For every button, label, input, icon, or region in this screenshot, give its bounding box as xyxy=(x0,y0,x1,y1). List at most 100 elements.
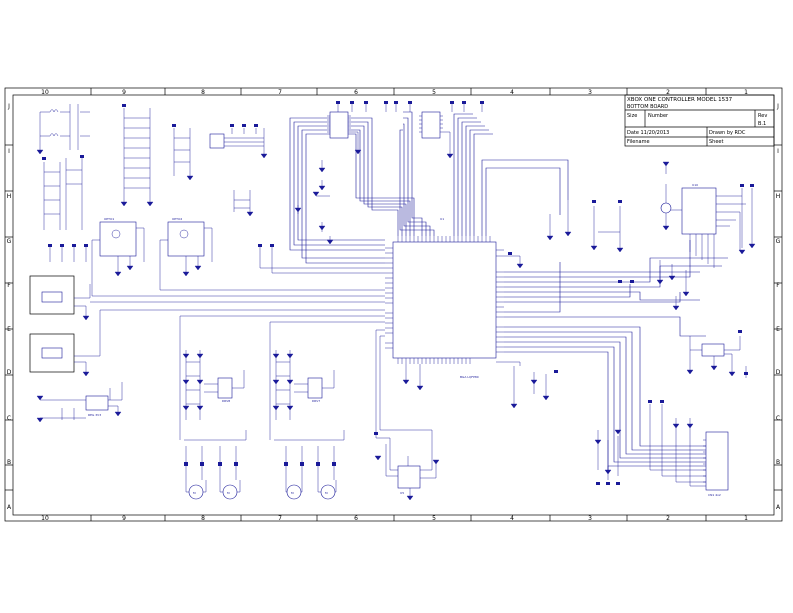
opto-right-label: OPTO2 xyxy=(172,217,182,221)
usb-chip-label: U10 xyxy=(692,183,698,187)
right-bus xyxy=(504,240,728,470)
row-label-left-I: I xyxy=(8,148,10,155)
title-block-rev-label: Rev xyxy=(758,113,767,119)
col-label-top-9: 9 xyxy=(122,89,126,96)
capacitor-column-8 xyxy=(172,124,194,181)
regulator-block: REG 3V3 xyxy=(36,382,123,423)
col-label-bottom-6: 6 xyxy=(354,515,358,522)
svg-text:M: M xyxy=(325,491,328,495)
row-label-left-J: J xyxy=(7,103,10,110)
col-label-bottom-1: 1 xyxy=(744,515,748,522)
vib-right-driver-label: DRV7 xyxy=(312,399,320,403)
capacitor-column-10 xyxy=(42,155,84,230)
col-label-top-8: 8 xyxy=(201,89,205,96)
svg-text:M: M xyxy=(193,491,196,495)
title-block-drawn-by: Drawn by RDC xyxy=(709,130,746,136)
row-label-right-D: D xyxy=(776,369,781,376)
mcu-bottom-discretes xyxy=(402,361,558,409)
title-block-sheet: Sheet xyxy=(709,139,723,145)
row-label-right-H: H xyxy=(776,193,781,200)
row-label-right-G: G xyxy=(776,238,781,245)
title-block-subtitle: BOTTOM BOARD xyxy=(627,104,668,110)
row-label-right-E: E xyxy=(776,326,780,333)
inductors-top-left xyxy=(36,104,90,155)
title-block: XBOX ONE CONTROLLER MODEL 1537 BOTTOM BO… xyxy=(624,94,775,147)
vib-left-driver-label: DRV8 xyxy=(222,399,230,403)
pads-g7 xyxy=(258,244,385,274)
opto-left-block: OPTO1 xyxy=(91,217,385,297)
col-label-bottom-8: 8 xyxy=(201,515,205,522)
drawing-frame xyxy=(4,87,783,522)
col-label-bottom-4: 4 xyxy=(510,515,514,522)
motor-pads xyxy=(184,446,336,480)
row-label-right-J: J xyxy=(776,103,779,110)
vib-right-circuit: DRV7 xyxy=(269,321,385,441)
svg-text:M: M xyxy=(291,491,294,495)
mcu-ref-label: U1 xyxy=(440,217,444,221)
col-label-top-4: 4 xyxy=(510,89,514,96)
header-left xyxy=(327,101,368,155)
row-ruler: J I H G F E D C B A J I H G F E D C B A xyxy=(5,103,782,511)
right-discretes-g3 xyxy=(496,200,624,269)
opto-right-block: OPTO2 xyxy=(159,217,385,291)
trigger-left-lower xyxy=(29,309,385,377)
row-label-right-I: I xyxy=(777,148,779,155)
motor-3-icon: M xyxy=(285,480,303,500)
col-label-top-10: 10 xyxy=(41,89,49,96)
title-block-title: XBOX ONE CONTROLLER MODEL 1537 xyxy=(627,97,733,103)
col-label-top-7: 7 xyxy=(278,89,282,96)
row-label-left-C: C xyxy=(7,415,11,422)
trigger-left-upper xyxy=(29,275,385,321)
col-label-bottom-10: 10 xyxy=(41,515,49,522)
row-label-right-F: F xyxy=(776,282,780,289)
reset-circuit xyxy=(686,330,748,378)
mcu-part-label: BGA LQFP80 xyxy=(460,375,479,379)
row-label-right-A: A xyxy=(776,504,781,511)
right-discretes-f xyxy=(618,260,690,311)
column-ruler: 10 9 8 7 6 5 4 3 2 1 10 9 8 7 6 5 4 3 2 … xyxy=(41,88,748,522)
crystal-block xyxy=(660,161,672,231)
col-label-top-5: 5 xyxy=(432,89,436,96)
title-block-number-label: Number xyxy=(648,113,669,119)
opto-left-label: OPTO1 xyxy=(104,217,114,221)
svg-text:M: M xyxy=(227,491,230,495)
motor-2-icon: M xyxy=(219,480,241,500)
title-block-rev-value: B.1 xyxy=(758,121,766,127)
switch-header xyxy=(209,124,268,159)
test-pads-g10 xyxy=(48,244,88,262)
title-block-size-label: Size xyxy=(627,113,637,119)
title-block-date: Date 11/20/2013 xyxy=(627,130,669,136)
expansion-connector: CN1 4x2 xyxy=(648,400,729,497)
right-discretes-c xyxy=(594,429,622,485)
col-label-top-1: 1 xyxy=(744,89,748,96)
row-label-left-H: H xyxy=(7,193,12,200)
flash-label: U5 xyxy=(400,491,404,495)
capacitor-column-9 xyxy=(120,104,154,207)
row-label-left-A: A xyxy=(7,504,12,511)
vib-left-circuit: DRV8 xyxy=(179,315,385,441)
col-label-top-6: 6 xyxy=(354,89,358,96)
col-label-bottom-2: 2 xyxy=(666,515,670,522)
col-label-top-3: 3 xyxy=(588,89,592,96)
col-label-top-2: 2 xyxy=(666,89,670,96)
mid-discretes xyxy=(294,160,334,245)
regulator-label: REG 3V3 xyxy=(88,413,101,417)
expansion-connector-label: CN1 4x2 xyxy=(708,493,721,497)
row-label-right-C: C xyxy=(776,415,780,422)
header-right xyxy=(384,101,484,159)
flash-block: U5 xyxy=(374,329,440,501)
col-label-bottom-9: 9 xyxy=(122,515,126,522)
mcu-chip: U1 BGA LQFP80 xyxy=(385,217,504,379)
usb-chip: U10 xyxy=(670,183,756,268)
col-label-bottom-5: 5 xyxy=(432,515,436,522)
col-label-bottom-3: 3 xyxy=(588,515,592,522)
row-label-left-D: D xyxy=(7,369,12,376)
row-label-left-B: B xyxy=(7,459,11,466)
title-block-filename: Filename xyxy=(627,139,650,145)
top-bus xyxy=(289,111,569,264)
row-label-right-B: B xyxy=(776,459,780,466)
motor-1-icon: M xyxy=(185,480,207,500)
motor-4-icon: M xyxy=(317,480,337,500)
row-label-left-G: G xyxy=(7,238,12,245)
